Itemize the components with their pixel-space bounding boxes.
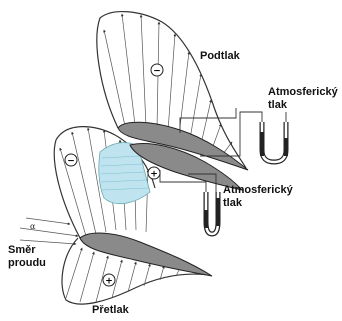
label-atm-upper-1: Atmosferický bbox=[268, 86, 338, 98]
sign-minus-upper: − bbox=[151, 64, 163, 77]
label-atm-lower-2: tlak bbox=[223, 197, 242, 209]
upper-manometer bbox=[260, 112, 288, 162]
sign-minus-middle: − bbox=[65, 154, 77, 167]
lower-airfoil bbox=[80, 233, 212, 276]
label-smer-2: proudu bbox=[8, 257, 46, 269]
svg-text:−: − bbox=[67, 157, 75, 167]
svg-text:+: + bbox=[105, 277, 113, 287]
svg-text:+: + bbox=[150, 170, 158, 180]
label-podtlak: Podtlak bbox=[200, 50, 240, 62]
angle-of-attack-label: α bbox=[30, 222, 36, 231]
label-pretlak: Přetlak bbox=[92, 304, 129, 316]
lower-manometer bbox=[204, 192, 220, 234]
sign-plus-middle: + bbox=[148, 167, 160, 180]
svg-text:−: − bbox=[153, 67, 161, 77]
label-atm-upper-2: tlak bbox=[268, 99, 287, 111]
sign-plus-lower: + bbox=[103, 274, 115, 287]
label-atm-lower-1: Atmosferický bbox=[223, 184, 293, 196]
label-smer-1: Směr bbox=[8, 244, 36, 256]
flow-lines bbox=[20, 218, 78, 244]
